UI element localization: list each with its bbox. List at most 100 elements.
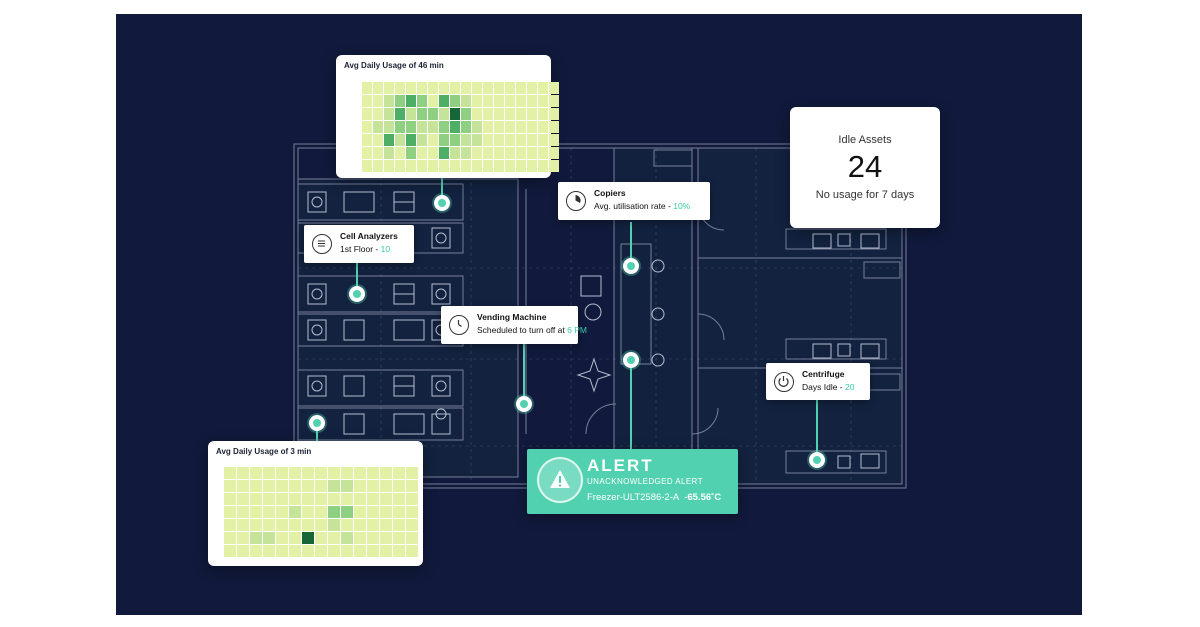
heatmap-cell <box>367 532 379 544</box>
heatmap-cell <box>417 160 427 172</box>
heatmap-cell <box>483 160 493 172</box>
heatmap-cell <box>428 82 438 94</box>
heatmap-cell <box>341 467 353 479</box>
heatmap-cell <box>461 108 471 120</box>
heatmap-cell <box>417 95 427 107</box>
idle-assets-subtitle: No usage for 7 days <box>815 189 915 201</box>
heatmap-cell <box>384 108 394 120</box>
asset-marker[interactable] <box>434 195 450 211</box>
heatmap-cell <box>549 134 559 146</box>
heatmap-cell <box>549 95 559 107</box>
heatmap-cell <box>328 532 340 544</box>
alert-panel[interactable]: ALERT UNACKNOWLEDGED ALERT Freezer-ULT25… <box>527 449 738 514</box>
tooltip-vending-machine[interactable]: Vending Machine Scheduled to turn off at… <box>441 306 587 344</box>
heatmap-cell <box>483 82 493 94</box>
heatmap-cell <box>406 480 418 492</box>
heatmap-cell <box>538 95 548 107</box>
heatmap-cell <box>393 545 405 557</box>
heatmap-cell <box>384 147 394 159</box>
heatmap-cell <box>461 147 471 159</box>
heatmap-cell <box>395 121 405 133</box>
heatmap-cell <box>417 121 427 133</box>
heatmap-cell <box>393 467 405 479</box>
heatmap-cell <box>450 147 460 159</box>
heatmap-cell <box>276 506 288 518</box>
heatmap-cell <box>367 519 379 531</box>
heatmap-cell <box>237 467 249 479</box>
heatmap-cell <box>450 134 460 146</box>
asset-marker[interactable] <box>349 286 365 302</box>
heatmap-cell <box>384 82 394 94</box>
heatmap-cell <box>315 519 327 531</box>
tooltip-detail: Avg. utilisation rate - 10% <box>594 201 691 211</box>
heatmap-cell <box>250 467 262 479</box>
heatmap-cell <box>384 134 394 146</box>
heatmap-cell <box>367 506 379 518</box>
heatmap-cell <box>373 82 383 94</box>
heatmap-cell <box>380 545 392 557</box>
heatmap-cell <box>516 134 526 146</box>
heatmap-cell <box>505 95 515 107</box>
heatmap-cell <box>406 493 418 505</box>
idle-assets-card[interactable]: Idle Assets 24 No usage for 7 days <box>790 107 940 228</box>
heatmap-cell <box>263 467 275 479</box>
heatmap-cell <box>483 121 493 133</box>
tooltip-detail: Scheduled to turn off at 6 PM <box>477 325 587 335</box>
connector-line <box>523 344 525 404</box>
connector-line <box>630 222 632 268</box>
heatmap-cell <box>263 532 275 544</box>
heatmap-cell <box>302 519 314 531</box>
heatmap-cell <box>472 147 482 159</box>
heatmap-cell <box>516 121 526 133</box>
tooltip-title: Vending Machine <box>477 312 547 322</box>
asset-marker[interactable] <box>309 415 325 431</box>
heatmap-cell <box>428 95 438 107</box>
asset-marker[interactable] <box>516 396 532 412</box>
heatmap-cell <box>505 160 515 172</box>
heatmap-cell <box>494 108 504 120</box>
asset-marker[interactable] <box>809 452 825 468</box>
heatmap-cell <box>406 506 418 518</box>
heatmap-cell <box>428 134 438 146</box>
tooltip-centrifuge[interactable]: Centrifuge Days Idle - 20 <box>766 363 870 400</box>
heatmap-cell <box>406 121 416 133</box>
heatmap-cell <box>461 82 471 94</box>
heatmap-cell <box>315 532 327 544</box>
idle-assets-count: 24 <box>847 149 883 184</box>
tooltip-copiers[interactable]: Copiers Avg. utilisation rate - 10% <box>558 182 710 220</box>
tooltip-title: Cell Analyzers <box>340 231 398 241</box>
heatmap-cell <box>461 121 471 133</box>
heatmap-cell <box>328 493 340 505</box>
asset-marker[interactable] <box>623 352 639 368</box>
heatmap-cell <box>494 134 504 146</box>
heatmap-cell <box>263 545 275 557</box>
heatmap-cell <box>472 134 482 146</box>
asset-marker[interactable] <box>623 258 639 274</box>
usage-heatmap-card-bottom: Avg Daily Usage of 3 min <box>208 441 423 566</box>
heatmap-cell <box>516 108 526 120</box>
heatmap-cell <box>406 95 416 107</box>
heatmap-cell <box>373 108 383 120</box>
heatmap-cell <box>461 134 471 146</box>
heatmap-title: Avg Daily Usage of 3 min <box>216 447 312 456</box>
heatmap-cell <box>315 467 327 479</box>
tooltip-cell-analyzers[interactable]: Cell Analyzers 1st Floor - 10 <box>304 225 414 263</box>
heatmap-cell <box>250 493 262 505</box>
heatmap-cell <box>393 519 405 531</box>
heatmap-cell <box>224 519 236 531</box>
heatmap-cell <box>538 82 548 94</box>
heatmap-cell <box>472 82 482 94</box>
heatmap-cell <box>384 160 394 172</box>
heatmap-cell <box>406 545 418 557</box>
tooltip-title: Copiers <box>594 188 626 198</box>
heatmap-cell <box>362 134 372 146</box>
heatmap-cell <box>395 95 405 107</box>
heatmap-cell <box>483 147 493 159</box>
heatmap-cell <box>362 147 372 159</box>
heatmap-cell <box>395 160 405 172</box>
alert-status: UNACKNOWLEDGED ALERT <box>587 477 703 486</box>
tooltip-title: Centrifuge <box>802 369 845 379</box>
heatmap-cell <box>315 506 327 518</box>
heatmap-cell <box>328 519 340 531</box>
heatmap-cell <box>538 108 548 120</box>
